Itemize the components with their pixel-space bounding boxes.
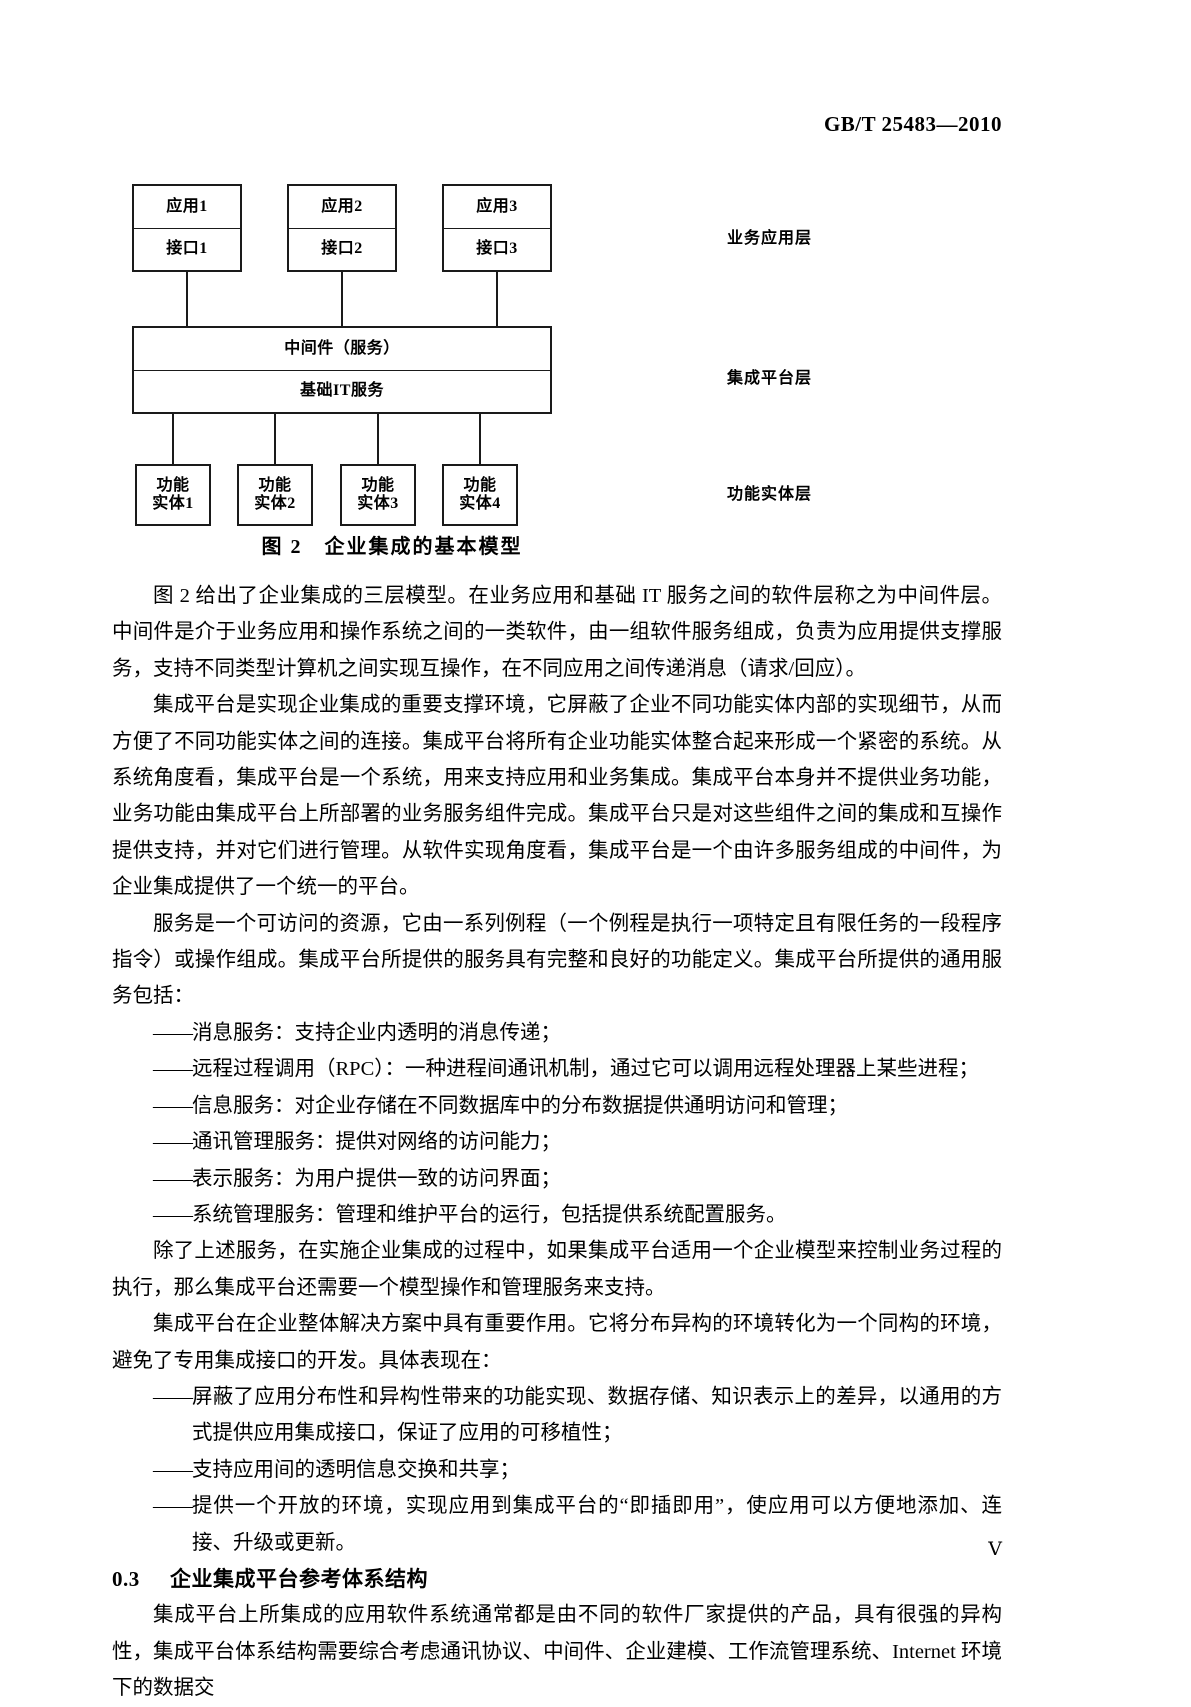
- figure-box-application-2: 应用2 接口2: [287, 184, 397, 272]
- body-text: 图 2 给出了企业集成的三层模型。在业务应用和基础 IT 服务之间的软件层称之为…: [112, 578, 1002, 1707]
- list-item: —— 远程过程调用（RPC）：一种进程间通讯机制，通过它可以调用远程处理器上某些…: [112, 1051, 1002, 1087]
- functional-entity-1-label: 功能 实体1: [152, 476, 194, 512]
- page-number: Ⅴ: [988, 1539, 1002, 1560]
- list-item: —— 系统管理服务：管理和维护平台的运行，包括提供系统配置服务。: [112, 1197, 1002, 1233]
- list-item-text: 屏蔽了应用分布性和异构性带来的功能实现、数据存储、知识表示上的差异，以通用的方式…: [192, 1385, 1002, 1445]
- dash-marker-icon: ——: [153, 1495, 193, 1518]
- application-3-label: 应用3: [476, 197, 518, 215]
- list-item-text: 提供一个开放的环境，实现应用到集成平台的“即插即用”，使应用可以方便地添加、连接…: [192, 1495, 1002, 1554]
- figure-box-functional-entity-1: 功能 实体1: [135, 464, 211, 526]
- connector-entity-2: [274, 414, 276, 464]
- list-item: —— 支持应用间的透明信息交换和共享；: [112, 1452, 1002, 1488]
- figure-box-functional-entity-3: 功能 实体3: [340, 464, 416, 526]
- list-item: —— 提供一个开放的环境，实现应用到集成平台的“即插即用”，使应用可以方便地添加…: [112, 1488, 1002, 1561]
- interface-3-label: 接口3: [444, 227, 550, 271]
- list-item-text: 表示服务：为用户提供一致的访问界面；: [192, 1167, 561, 1190]
- dash-marker-icon: ——: [153, 1094, 193, 1117]
- list-item-text: 系统管理服务：管理和维护平台的运行，包括提供系统配置服务。: [192, 1203, 787, 1226]
- section-heading: 0.3 企业集成平台参考体系结构: [112, 1561, 1002, 1597]
- figure-box-application-3: 应用3 接口3: [442, 184, 552, 272]
- connector-application-1: [186, 272, 188, 326]
- figure-box-integration-platform: 中间件（服务） 基础IT服务: [132, 326, 552, 414]
- page-header: GB/T 25483—2010: [823, 112, 1002, 136]
- figure-box-functional-entity-4: 功能 实体4: [442, 464, 518, 526]
- base-it-service-label: 基础IT服务: [134, 369, 550, 413]
- functional-entity-4-label: 功能 实体4: [459, 476, 501, 512]
- list-item-text: 通讯管理服务：提供对网络的访问能力；: [192, 1131, 561, 1154]
- paragraph-integration-platform: 集成平台是实现企业集成的重要支撑环境，它屏蔽了企业不同功能实体内部的实现细节，从…: [112, 694, 1002, 899]
- connector-entity-4: [479, 414, 481, 464]
- list-item: —— 屏蔽了应用分布性和异构性带来的功能实现、数据存储、知识表示上的差异，以通用…: [112, 1379, 1002, 1452]
- connector-entity-1: [172, 414, 174, 464]
- figure-box-application-1: 应用1 接口1: [132, 184, 242, 272]
- list-item-text: 消息服务：支持企业内透明的消息传递；: [192, 1021, 561, 1044]
- application-1-label: 应用1: [166, 197, 208, 215]
- connector-application-2: [341, 272, 343, 326]
- connector-entity-3: [377, 414, 379, 464]
- paragraph-three-layer-model: 图 2 给出了企业集成的三层模型。在业务应用和基础 IT 服务之间的软件层称之为…: [112, 585, 1002, 680]
- section-title: 企业集成平台参考体系结构: [170, 1566, 428, 1591]
- list-item: —— 信息服务：对企业存储在不同数据库中的分布数据提供通明访问和管理；: [112, 1088, 1002, 1124]
- list-item-text: 信息服务：对企业存储在不同数据库中的分布数据提供通明访问和管理；: [192, 1094, 848, 1117]
- figure-2: 应用1 接口1 应用2 接口2 应用3 接口3 中间件（服务） 基础IT服务 功…: [112, 178, 1002, 568]
- paragraph-model-service: 除了上述服务，在实施企业集成的过程中，如果集成平台适用一个企业模型来控制业务过程…: [112, 1240, 1002, 1299]
- dash-marker-icon: ——: [153, 1058, 193, 1081]
- section-number: 0.3: [112, 1566, 140, 1591]
- list-item: —— 消息服务：支持企业内透明的消息传递；: [112, 1015, 1002, 1051]
- list-item: —— 表示服务：为用户提供一致的访问界面；: [112, 1161, 1002, 1197]
- interface-2-label: 接口2: [289, 227, 395, 271]
- layer-label-integration-platform: 集成平台层: [727, 370, 813, 387]
- layer-label-functional-entity: 功能实体层: [727, 486, 813, 503]
- layer-label-business-application: 业务应用层: [727, 230, 813, 247]
- connector-application-3: [496, 272, 498, 326]
- interface-1-label: 接口1: [134, 227, 240, 271]
- dash-marker-icon: ——: [153, 1458, 193, 1481]
- application-2-label: 应用2: [321, 197, 363, 215]
- figure-caption: 图 2 企业集成的基本模型: [261, 536, 523, 558]
- list-item: —— 通讯管理服务：提供对网络的访问能力；: [112, 1124, 1002, 1160]
- list-item-text: 支持应用间的透明信息交换和共享；: [192, 1458, 520, 1481]
- dash-marker-icon: ——: [153, 1385, 193, 1408]
- paragraph-platform-role: 集成平台在企业整体解决方案中具有重要作用。它将分布异构的环境转化为一个同构的环境…: [112, 1313, 1002, 1372]
- dash-marker-icon: ——: [153, 1131, 193, 1154]
- dash-marker-icon: ——: [153, 1203, 193, 1226]
- list-item-text: 远程过程调用（RPC）：一种进程间通讯机制，通过它可以调用远程处理器上某些进程；: [192, 1058, 979, 1081]
- dash-marker-icon: ——: [153, 1021, 193, 1044]
- dash-marker-icon: ——: [153, 1167, 193, 1190]
- middleware-label: 中间件（服务）: [284, 339, 400, 357]
- figure-box-functional-entity-2: 功能 实体2: [237, 464, 313, 526]
- functional-entity-3-label: 功能 实体3: [357, 476, 399, 512]
- paragraph-architecture-intro: 集成平台上所集成的应用软件系统通常都是由不同的软件厂家提供的产品，具有很强的异构…: [112, 1604, 1002, 1700]
- functional-entity-2-label: 功能 实体2: [254, 476, 296, 512]
- paragraph-service-definition: 服务是一个可访问的资源，它由一系列例程（一个例程是执行一项特定且有限任务的一段程…: [112, 912, 1002, 1008]
